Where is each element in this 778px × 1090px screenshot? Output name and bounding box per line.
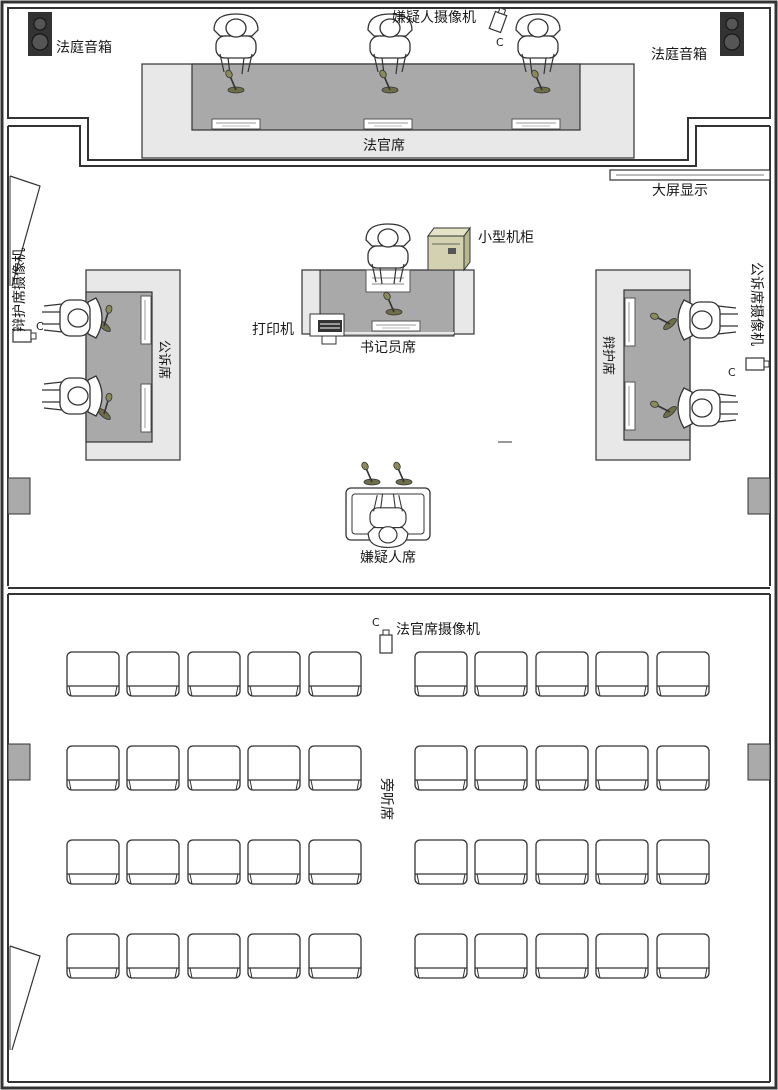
prosecution-chair-bottom [41, 375, 103, 417]
gallery-seat [535, 839, 589, 885]
gallery-seat [187, 933, 241, 979]
gallery-seat [414, 651, 468, 697]
suspect-mic-right [391, 460, 413, 486]
gallery-seat [66, 745, 120, 791]
gallery-seat [414, 933, 468, 979]
suspect-camera-label: 嫌疑人摄像机 [392, 10, 476, 26]
gallery-seat [535, 745, 589, 791]
gallery-label: 旁听席 [378, 778, 395, 820]
defense-desk-area [595, 269, 739, 461]
clerk-desk-area [301, 223, 475, 336]
judge-monitor-center [363, 118, 413, 130]
gallery-seat [66, 651, 120, 697]
cabinet-icon [427, 226, 471, 272]
suspect-camera-icon [488, 6, 510, 34]
clerk-monitor [371, 320, 421, 332]
printer-label: 打印机 [252, 321, 294, 338]
big-screen-label: 大屏显示 [652, 183, 708, 199]
prosecution-monitor-top [140, 295, 152, 345]
gallery-seat [187, 745, 241, 791]
gallery-seat [308, 651, 362, 697]
gallery-seat [308, 839, 362, 885]
judge-camera-label: 法官席摄像机 [396, 622, 480, 638]
prosecution-camera-icon [745, 357, 770, 371]
gallery-seat [535, 651, 589, 697]
gallery-seat [595, 651, 649, 697]
prosecution-camera-glyph: C [728, 366, 736, 379]
big-screen-icon [609, 169, 771, 181]
gallery-seat [308, 745, 362, 791]
gallery-seat [595, 745, 649, 791]
gallery-seat [474, 839, 528, 885]
gallery-seat [126, 745, 180, 791]
prosecution-desk-label: 公诉席 [156, 340, 172, 379]
gallery-seat [126, 651, 180, 697]
clerk-desk-label: 书记员席 [360, 340, 416, 356]
gallery-seat [247, 745, 301, 791]
court-speaker-left-label: 法庭音箱 [56, 39, 112, 56]
suspect-seat-area [345, 460, 431, 548]
gallery-seat [247, 839, 301, 885]
suspect-seat-label: 嫌疑人席 [360, 550, 416, 566]
gallery-seat [247, 933, 301, 979]
defense-camera-glyph: C [36, 320, 44, 333]
gallery-seat [414, 745, 468, 791]
small-cabinet-label: 小型机柜 [478, 230, 534, 246]
gallery-seat [595, 839, 649, 885]
gallery-seat [187, 651, 241, 697]
gallery-seat [595, 933, 649, 979]
prosecution-chair-top [41, 297, 103, 339]
judge-camera-glyph: C [372, 616, 380, 629]
judge-monitor-right [511, 118, 561, 130]
gallery-seat [66, 933, 120, 979]
suspect-mic-left [359, 460, 381, 486]
gallery-seat [187, 839, 241, 885]
judge-monitor-left [211, 118, 261, 130]
gallery-seat [66, 839, 120, 885]
defense-chair-top [677, 299, 739, 341]
gallery-seat [656, 651, 710, 697]
gallery-seat [656, 933, 710, 979]
printer-icon [309, 313, 345, 345]
defense-desk-label: 辩护席 [600, 336, 616, 375]
gallery-seat [656, 745, 710, 791]
defense-camera-label: 辩护席摄像机 [12, 248, 28, 332]
gallery-seat [474, 933, 528, 979]
gallery-seat [535, 933, 589, 979]
prosecution-desk-area [41, 269, 181, 461]
speaker-icon-left [27, 11, 53, 57]
defense-monitor-top [624, 297, 636, 347]
court-speaker-right-label: 法庭音箱 [651, 46, 707, 63]
gallery-seat [414, 839, 468, 885]
gallery-seat [474, 651, 528, 697]
prosecution-monitor-bottom [140, 383, 152, 433]
suspect-camera-glyph: C [496, 36, 504, 49]
gallery-seat [474, 745, 528, 791]
gallery-seat [308, 933, 362, 979]
defense-chair-bottom [677, 387, 739, 429]
judge-bench-label: 法官席 [363, 138, 405, 154]
gallery-seat [126, 839, 180, 885]
gallery-seat [247, 651, 301, 697]
judge-camera-icon [379, 629, 393, 654]
defense-monitor-bottom [624, 381, 636, 431]
prosecution-camera-label: 公诉席摄像机 [748, 262, 764, 346]
gallery-seat [126, 933, 180, 979]
gallery-seat [656, 839, 710, 885]
speaker-icon-right [719, 11, 745, 57]
judge-bench-area [141, 13, 635, 159]
